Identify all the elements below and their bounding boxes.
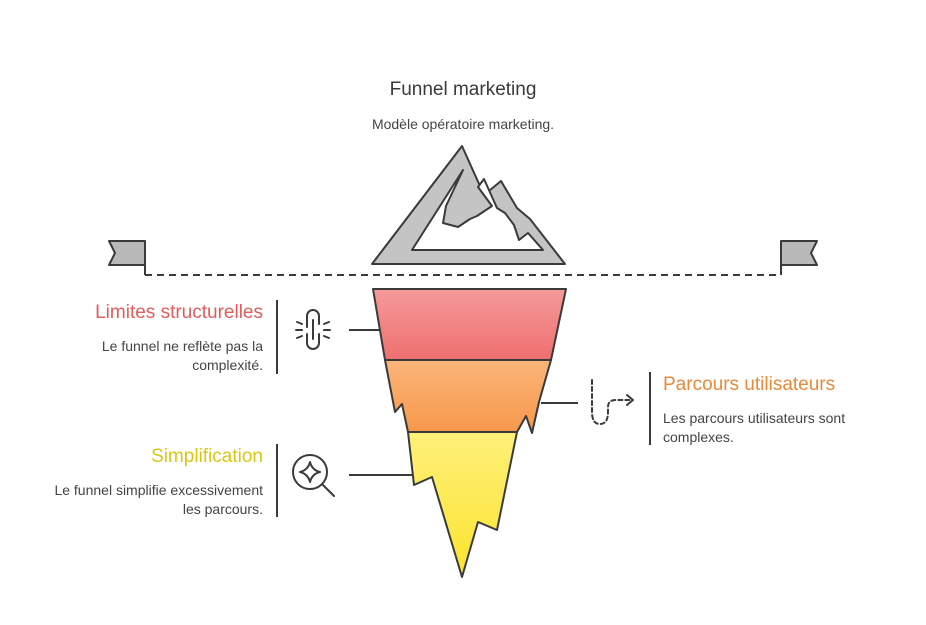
item-desc-simplification: Le funnel simplifie excessivement les pa…	[54, 481, 263, 519]
item-desc-line: les parcours.	[182, 501, 263, 517]
mountain-peak-icon	[371, 145, 566, 265]
item-desc-line: complexité.	[192, 357, 263, 373]
funnel-layer-yellow	[407, 431, 518, 578]
item-desc-parcours: Les parcours utilisateurs sont complexes…	[663, 409, 845, 447]
item-heading-parcours: Parcours utilisateurs	[663, 374, 836, 395]
item-desc-line: Le funnel ne reflète pas la	[101, 338, 263, 354]
item-desc-line: complexes.	[663, 429, 734, 445]
diagram-title: Funnel marketing	[389, 79, 537, 100]
item-desc-line: Le funnel simplifie excessivement	[54, 482, 263, 498]
funnel-layer-orange	[384, 359, 552, 434]
funnel-layer-red	[372, 288, 567, 361]
winding-path-arrow-icon	[591, 379, 634, 425]
broken-chain-icon	[295, 309, 331, 350]
magnifier-sparkle-icon	[292, 454, 335, 497]
item-desc-limites: Le funnel ne reflète pas la complexité.	[102, 337, 263, 375]
item-desc-line: Les parcours utilisateurs sont	[663, 410, 846, 426]
right-flag-icon	[780, 240, 818, 275]
left-flag-icon	[108, 240, 146, 275]
diagram-subtitle: Modèle opératoire marketing.	[371, 116, 555, 132]
item-heading-limites: Limites structurelles	[95, 302, 263, 323]
item-heading-simplification: Simplification	[151, 446, 263, 467]
